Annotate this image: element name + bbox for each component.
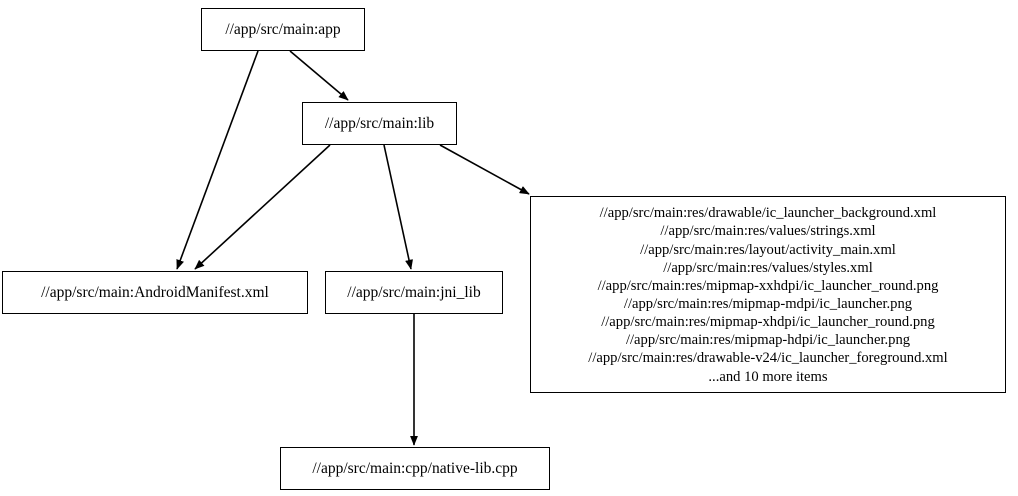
res-line: //app/src/main:res/mipmap-xhdpi/ic_launc… (601, 314, 935, 331)
graph-node-android-manifest[interactable]: //app/src/main:AndroidManifest.xml (2, 271, 308, 314)
graph-node-native-lib-cpp-label: //app/src/main:cpp/native-lib.cpp (312, 459, 518, 477)
res-line: //app/src/main:res/values/styles.xml (663, 259, 873, 276)
res-line: //app/src/main:res/mipmap-hdpi/ic_launch… (625, 332, 911, 349)
graph-node-app[interactable]: //app/src/main:app (201, 8, 365, 51)
graph-node-native-lib-cpp[interactable]: //app/src/main:cpp/native-lib.cpp (280, 447, 550, 490)
graph-node-res-group[interactable]: //app/src/main:res/drawable/ic_launcher_… (530, 196, 1006, 393)
res-line-more-items: ...and 10 more items (708, 368, 828, 385)
edge-app-to-lib (289, 50, 349, 101)
res-line: //app/src/main:res/layout/activity_main.… (640, 241, 896, 258)
edge-app-to-manifest (176, 50, 259, 270)
res-line: //app/src/main:res/drawable/ic_launcher_… (599, 205, 937, 222)
graph-node-lib[interactable]: //app/src/main:lib (302, 102, 457, 145)
graph-node-app-label: //app/src/main:app (225, 20, 341, 38)
edge-lib-to-res (439, 144, 530, 195)
graph-node-res-group-lines: //app/src/main:res/drawable/ic_launcher_… (582, 197, 953, 392)
graph-node-android-manifest-label: //app/src/main:AndroidManifest.xml (41, 283, 269, 301)
res-line: //app/src/main:res/mipmap-mdpi/ic_launch… (623, 296, 913, 312)
res-line: //app/src/main:res/mipmap-xxhdpi/ic_laun… (597, 277, 939, 294)
graph-node-jni-lib-label: //app/src/main:jni_lib (347, 283, 481, 301)
res-line: //app/src/main:res/drawable-v24/ic_launc… (588, 350, 948, 367)
edge-lib-to-jni-lib (383, 144, 413, 270)
res-line: //app/src/main:res/values/strings.xml (660, 223, 876, 240)
graph-node-lib-label: //app/src/main:lib (324, 114, 435, 132)
edge-lib-to-manifest (194, 144, 331, 270)
graph-node-jni-lib[interactable]: //app/src/main:jni_lib (325, 271, 503, 314)
